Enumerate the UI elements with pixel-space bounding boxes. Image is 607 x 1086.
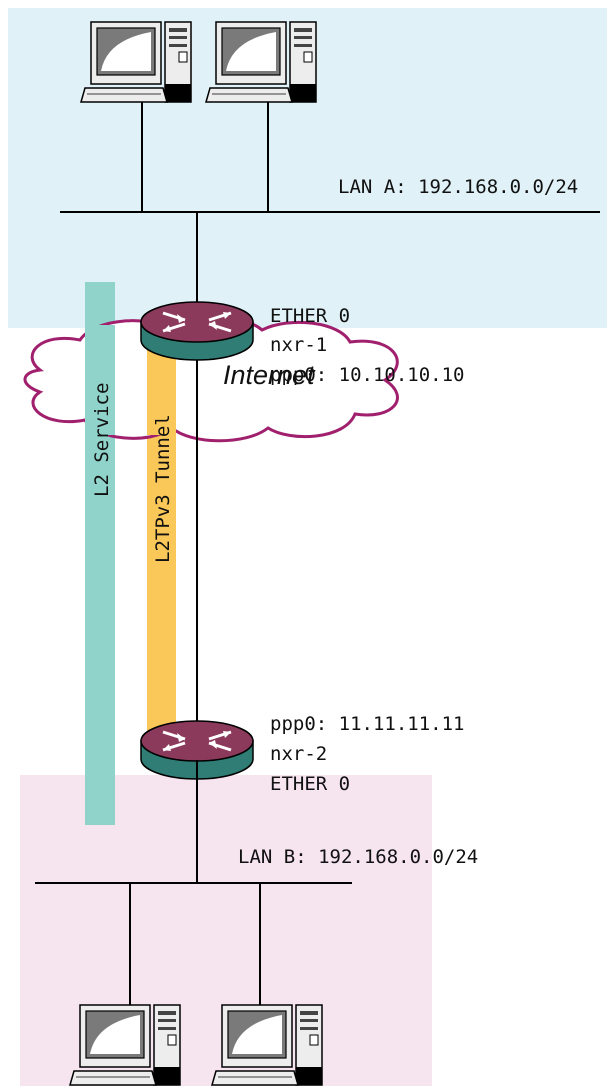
- computer-icon: [211, 1004, 323, 1086]
- internet-label: Internet: [223, 360, 316, 390]
- l2tp-tunnel-label: L2TPv3 Tunnel: [152, 414, 174, 563]
- router2-ether-label: ETHER 0: [270, 773, 350, 795]
- lan-a-label: LAN A: 192.168.0.0/24: [338, 176, 578, 198]
- computer-icon: [69, 1004, 181, 1086]
- computer-icon: [205, 21, 317, 103]
- router1-ether-label: ETHER 0: [270, 305, 350, 327]
- lan-b-label: LAN B: 192.168.0.0/24: [238, 846, 478, 868]
- lan-a-bus: [60, 100, 600, 313]
- router-icon: [139, 300, 255, 362]
- router1-name-label: nxr-1: [270, 334, 327, 356]
- l2-service-bar-front: [85, 325, 115, 435]
- lan-b-bus: [35, 760, 352, 1010]
- router1-ppp-label: ppp0: 10.10.10.10: [270, 364, 464, 386]
- router2-name-label: nxr-2: [270, 743, 327, 765]
- computer-icon: [80, 21, 192, 103]
- l2-service-label: L2 Service: [91, 383, 113, 497]
- router2-ppp-label: ppp0: 11.11.11.11: [270, 713, 464, 735]
